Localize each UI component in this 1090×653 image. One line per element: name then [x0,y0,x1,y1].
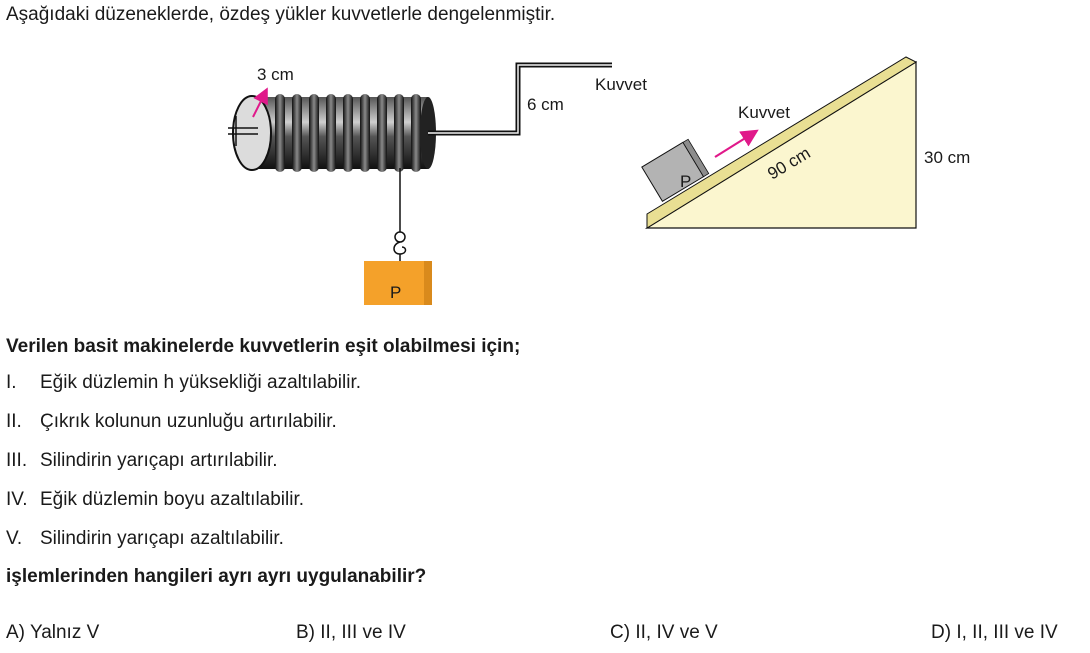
winch-rope-coils [275,94,421,172]
statement-number: I. [6,372,17,393]
statement-text: Silindirin yarıçapı azaltılabilir. [40,528,284,549]
statement-text: Eğik düzlemin boyu azaltılabilir. [40,489,305,510]
choice-letter: B) [296,622,315,643]
force-label-left: Kuvvet [595,75,647,94]
statement-item: IV. Eğik düzlemin boyu azaltılabilir. [6,489,361,528]
simple-machines-figure: 3 cm 6 cm Kuvvet P 30 cm 90 cm P Kuvvet [228,56,970,305]
crank-arm [428,62,612,136]
ramp-height-label: 30 cm [924,148,970,167]
choice-a[interactable]: A) Yalnız V [6,622,99,644]
statement-item: III. Silindirin yarıçapı artırılabilir. [6,450,361,489]
load-block-right [641,138,710,203]
ramp-surface [646,56,918,229]
load-label-left: P [390,283,401,302]
statement-text: Çıkrık kolunun uzunluğu artırılabilir. [40,411,337,432]
statement-text: Silindirin yarıçapı artırılabilir. [40,450,278,471]
statement-number: V. [6,528,23,549]
statement-text: Eğik düzlemin h yüksekliği azaltılabilir… [40,372,362,393]
crank-length-label: 6 cm [527,95,564,114]
intro-text: Aşağıdaki düzeneklerde, özdeş yükler kuv… [6,4,556,25]
statement-item: II. Çıkrık kolunun uzunluğu artırılabilir… [6,411,361,450]
statement-list: I. Eğik düzlemin h yüksekliği azaltılabil… [6,372,361,567]
load-block-left [364,261,432,305]
radius-arrow [252,87,268,118]
radius-label: 3 cm [257,65,294,84]
choice-text: II, IV ve V [635,622,718,643]
answer-choices: A) Yalnız V B) II, III ve IV C) II, IV v… [0,622,1090,652]
load-label-right: P [680,172,691,191]
choice-letter: C) [610,622,631,643]
choice-b[interactable]: B) II, III ve IV [296,622,406,644]
choice-text: II, III ve IV [320,622,406,643]
statement-number: IV. [6,489,28,510]
choice-letter: A) [6,622,25,643]
hook [393,231,407,262]
choice-letter: D) [931,622,952,643]
statement-number: III. [6,450,28,471]
force-label-right: Kuvvet [738,103,790,122]
choice-text: I, II, III ve IV [956,622,1058,643]
closing-question: işlemlerinden hangileri ayrı ayrı uygula… [6,566,427,587]
inclined-plane: 30 cm 90 cm P Kuvvet [641,56,970,229]
choice-text: Yalnız V [29,622,100,643]
statement-item: I. Eğik düzlemin h yüksekliği azaltılabil… [6,372,361,411]
choice-c[interactable]: C) II, IV ve V [610,622,718,644]
statement-number: II. [6,411,22,432]
winch: 3 cm 6 cm Kuvvet P [228,62,647,305]
statement-item: V. Silindirin yarıçapı azaltılabilir. [6,528,361,567]
question-text: Verilen basit makinelerde kuvvetlerin eş… [6,336,521,357]
force-arrow-right [714,129,759,158]
winch-end-face [232,95,272,171]
choice-d[interactable]: D) I, II, III ve IV [931,622,1058,644]
